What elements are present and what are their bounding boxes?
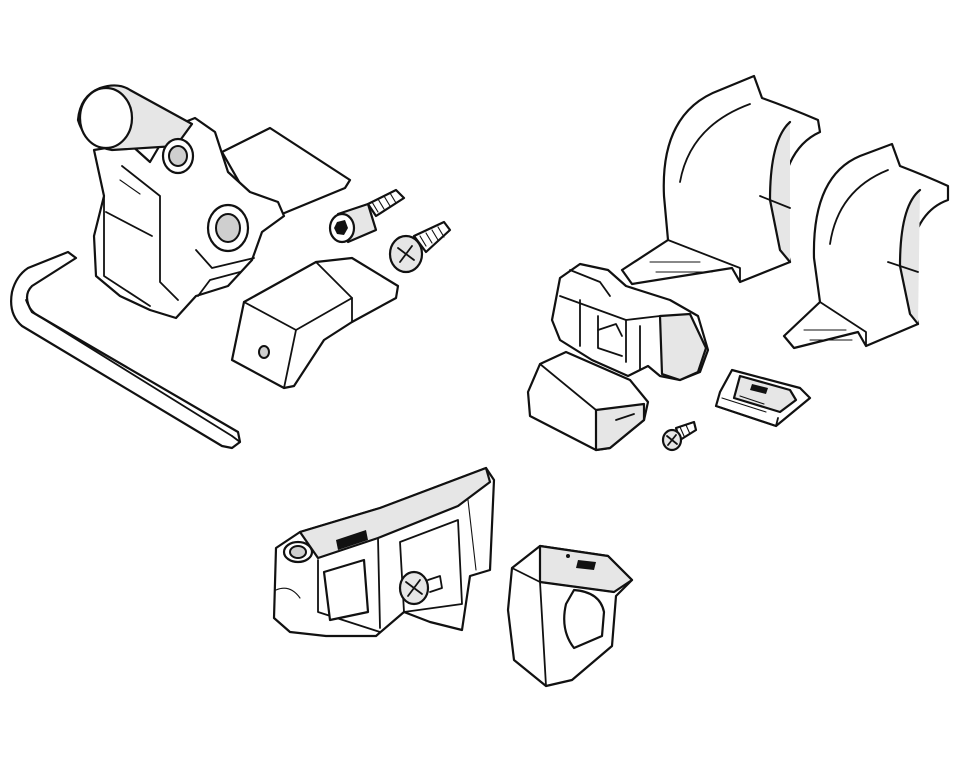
strap-clip-icon — [506, 544, 634, 688]
bolt-icon — [328, 188, 406, 244]
screw-icon — [388, 220, 452, 274]
ratchet-plate-icon — [714, 368, 812, 428]
cover-icon — [526, 350, 650, 452]
tensioner-lever-icon — [272, 466, 496, 638]
cradle-icon — [620, 74, 822, 286]
clamp-lever-icon — [76, 84, 352, 320]
allen-key-icon — [10, 250, 242, 450]
buckle-housing-icon — [550, 262, 710, 382]
end-cap-icon — [230, 256, 400, 390]
screw-icon — [661, 420, 698, 452]
cradle-icon — [782, 142, 950, 350]
